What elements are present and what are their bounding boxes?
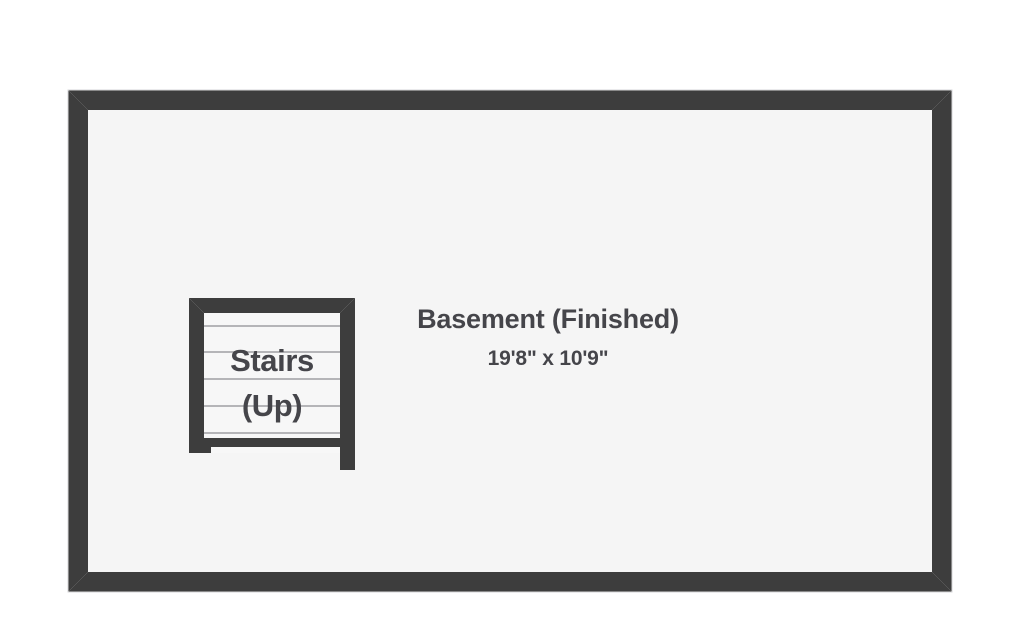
wall-left — [68, 90, 88, 592]
wall-bottom — [68, 572, 952, 592]
wall-top — [68, 90, 952, 110]
stairs-wall-left — [189, 298, 204, 453]
stairs-wall-top — [189, 298, 355, 313]
stairs-wall-right — [340, 298, 355, 470]
stairs-wall-bottom-rail — [204, 438, 340, 447]
stairs-icon — [189, 298, 355, 470]
stairs-notch-foot — [189, 438, 211, 453]
wall-outer-edge — [67, 89, 953, 593]
stairs-floor-fill — [204, 313, 340, 453]
stairs-step-lines — [204, 325, 340, 434]
wall-right — [932, 90, 952, 592]
